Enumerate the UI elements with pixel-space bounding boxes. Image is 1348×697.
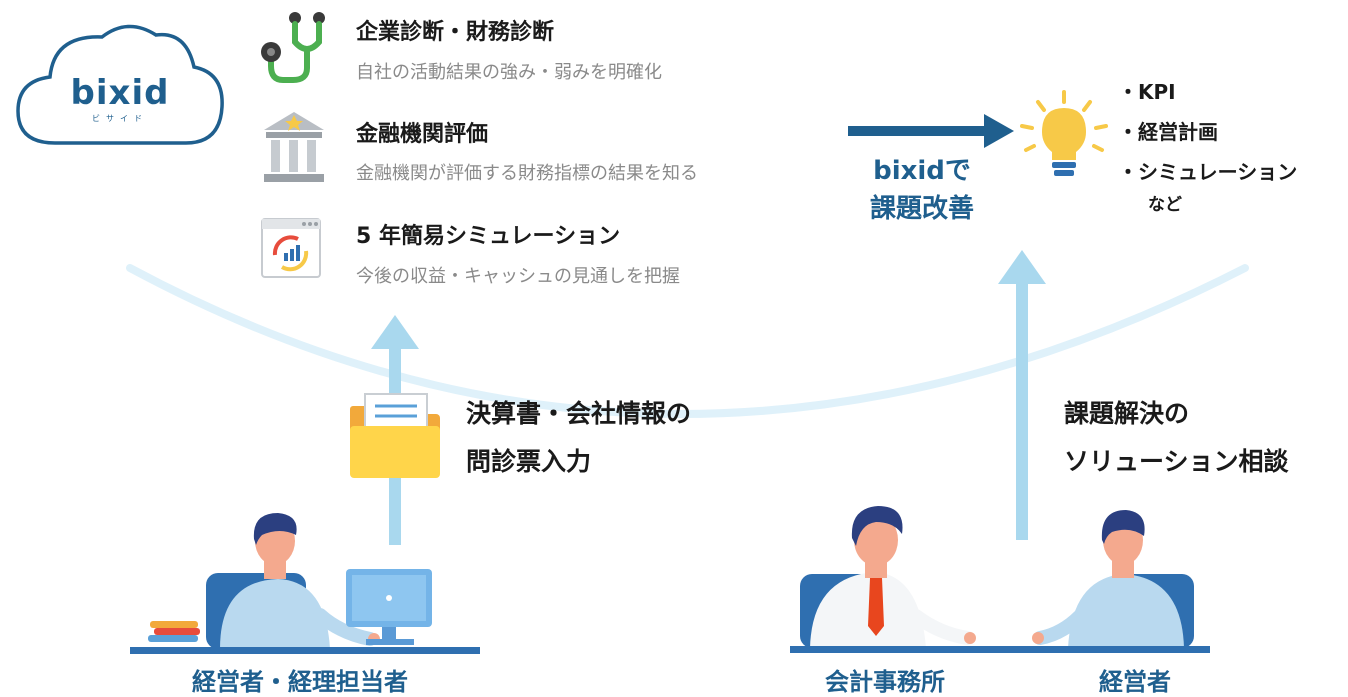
- left-flow-label: 決算書・会社情報の 問診票入力: [466, 390, 691, 486]
- owner-at-computer-illustration: [130, 513, 480, 654]
- results-list: ・KPI ・経営計画 ・シミュレーション など: [1118, 72, 1297, 218]
- left-flow-line1: 決算書・会社情報の: [466, 399, 692, 428]
- result-item: ・経営計画: [1118, 120, 1218, 144]
- feature-title: 企業診断・財務診断: [356, 20, 555, 45]
- center-label-line1: bixidで: [873, 156, 971, 186]
- right-flow-label: 課題解決の ソリューション相談: [1064, 390, 1289, 486]
- feature-item-diagnosis: 企業診断・財務診断 自社の活動結果の強み・弱みを明確化: [255, 8, 815, 88]
- feature-title: 金融機関評価: [356, 122, 489, 147]
- role-label-owner: 経営者: [1099, 668, 1171, 696]
- right-flow-line2: ソリューション相談: [1064, 447, 1289, 476]
- bank-icon: [264, 112, 324, 182]
- logo-text: bixid: [70, 73, 170, 113]
- result-item: ・KPI: [1118, 80, 1176, 104]
- feature-item-bank-evaluation: 金融機関評価 金融機関が評価する財務指標の結果を知る: [255, 108, 835, 188]
- result-etc: など: [1148, 195, 1182, 215]
- feature-description: 今後の収益・キャッシュの見通しを把握: [356, 266, 680, 287]
- logo-subtext: ビサイド: [92, 114, 148, 123]
- feature-description: 自社の活動結果の強み・弱みを明確化: [356, 62, 662, 83]
- feature-item-simulation: 5 年簡易シミュレーション 今後の収益・キャッシュの見通しを把握: [255, 212, 815, 292]
- folder-icon: [350, 393, 440, 478]
- consultation-illustration: [790, 506, 1210, 653]
- right-flow-line1: 課題解決の: [1064, 399, 1190, 428]
- feature-title: 5 年簡易シミュレーション: [356, 224, 621, 249]
- bixid-cloud-logo: bixid ビサイド: [10, 15, 230, 150]
- feature-description: 金融機関が評価する財務指標の結果を知る: [356, 163, 698, 184]
- role-label-owner-accounting: 経営者・経理担当者: [192, 668, 408, 696]
- improvement-arrow-icon: [848, 114, 1014, 148]
- stethoscope-icon: [261, 12, 325, 83]
- role-label-accounting-firm: 会計事務所: [825, 668, 945, 696]
- lightbulb-icon: [1020, 90, 1108, 176]
- center-label-line2: 課題改善: [869, 194, 974, 224]
- consult-up-arrow-icon: [998, 250, 1046, 540]
- result-item: ・シミュレーション: [1118, 160, 1298, 184]
- left-flow-line2: 問診票入力: [466, 447, 592, 476]
- cloud-icon: [16, 24, 224, 145]
- simulation-chart-icon: [261, 218, 321, 278]
- center-label: bixidで 課題改善: [852, 152, 992, 228]
